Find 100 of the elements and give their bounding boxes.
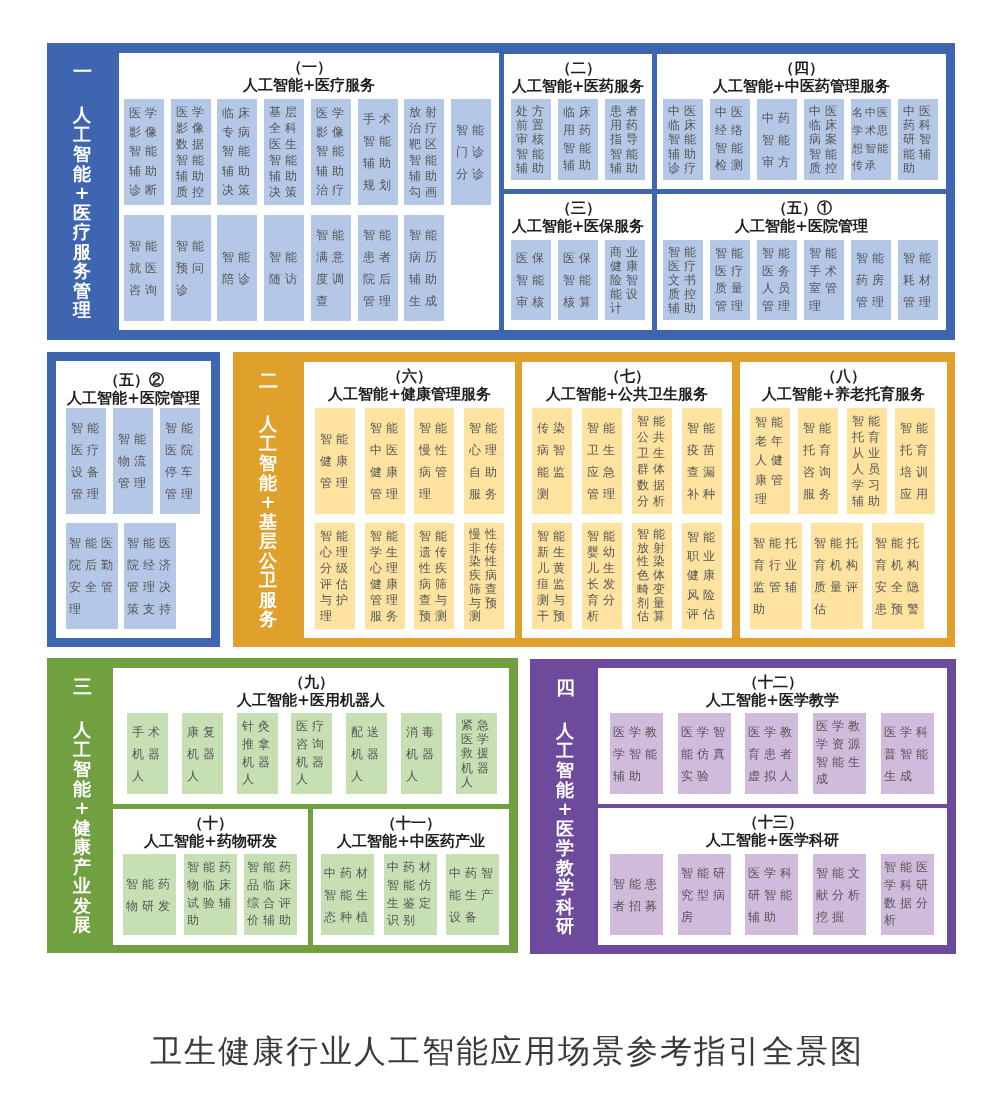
scenario-card: 智能药物研发 (123, 854, 176, 935)
section-number: （五）① (771, 200, 832, 217)
scenario-card: 医学教学智能辅助 (610, 713, 663, 794)
section-number: （十三） (742, 814, 803, 831)
scenario-card: 智能卫生应急管理 (582, 408, 622, 514)
scenario-card: 智能托育咨询服务 (798, 408, 838, 514)
scenario-card: 智能预问诊 (171, 215, 211, 321)
scenario-card: 临床用药智能辅助 (558, 99, 598, 180)
section-panel (304, 362, 515, 638)
section-number: （四） (779, 60, 824, 77)
category-panel (233, 352, 955, 647)
section-title: 人工智能+药物研发 (144, 833, 277, 850)
scenario-card: 临床专病智能辅助决策 (217, 99, 257, 205)
section-title: 人工智能+医院管理 (735, 218, 868, 235)
section-panel (313, 809, 509, 945)
scenario-card: 智能遗传性疾病筛查与预测 (414, 523, 454, 629)
scenario-card: 智能托育行业监管辅助 (750, 523, 802, 629)
scenario-card: 中药材智能生态种植 (321, 854, 374, 935)
scenario-card: 智能患者招募 (610, 854, 663, 935)
scenario-card: 智能医院经济管理决策支持 (124, 523, 176, 629)
section-number: （九） (288, 674, 334, 691)
scenario-card: 手术机器人 (127, 713, 168, 794)
scenario-card: 智能老年人健康管理 (750, 408, 790, 514)
scenario-card: 医学科研智能辅助 (745, 854, 798, 935)
scenario-card: 智能心理分级评估与护理 (315, 523, 355, 629)
section-title: 人工智能+公共卫生服务 (545, 386, 709, 403)
scenario-card: 智能新生儿黄疸监测与干预 (532, 523, 572, 629)
category-number: 一 (72, 61, 92, 81)
category-number: 四 (555, 677, 575, 697)
scenario-card: 医保智能审核 (511, 240, 551, 320)
scenario-card: 医学教育患者虚拟人 (745, 713, 798, 794)
category-number: 二 (258, 370, 278, 390)
section-panel (657, 194, 946, 330)
scenario-card: 智能慢性病管理 (414, 408, 454, 514)
section-title: 人工智能+医用机器人 (237, 692, 385, 709)
section-title: 人工智能+中医药产业 (337, 833, 485, 850)
scenario-card: 智能婴幼儿生长发育分析 (582, 523, 622, 629)
scenario-card: 医学智能仿真实验 (678, 713, 731, 794)
scenario-card: 智能医院后勤安全管理 (66, 523, 118, 629)
scenario-card: 智能公共卫生群体数据分析 (632, 408, 672, 514)
section-panel (504, 194, 652, 330)
section-number: （七） (604, 368, 650, 385)
scenario-card: 医学科普智能生成 (881, 713, 934, 794)
scenario-card: 智能患者院后管理 (358, 215, 398, 321)
scenario-card: 智能就医咨询 (124, 215, 164, 321)
scenario-card: 智能门诊分诊 (451, 99, 491, 205)
scenario-card: 智能疫苗查漏补种 (682, 408, 722, 514)
scenario-card: 智能耗材管理 (898, 240, 938, 320)
scenario-card: 商业健康险智能设计 (605, 240, 645, 320)
scenario-card: 中医经络智能检测 (710, 99, 750, 180)
scenario-card: 智能托育机构质量评估 (811, 523, 863, 629)
scenario-card: 智能物流管理 (113, 408, 153, 514)
scenario-card: 基层全科医生智能辅助决策 (264, 99, 304, 205)
section-panel (522, 362, 732, 638)
scenario-card: 智能学生心理健康管理服务 (365, 523, 405, 629)
section-number: （六） (387, 368, 432, 385)
section-panel (598, 808, 947, 945)
scenario-card: 医学影像智能辅助治疗 (311, 99, 351, 205)
section-number: （五）② (103, 372, 164, 389)
scenario-card: 消毒机器人 (401, 713, 442, 794)
section-panel (504, 54, 652, 189)
scenario-card: 医学教学资源智能生成 (813, 713, 866, 794)
category-panel (47, 43, 955, 340)
scenario-card: 智能心理自助服务 (464, 408, 504, 514)
scenario-card: 智能健康管理 (315, 408, 355, 514)
scenario-card: 智能医疗质量管理 (710, 240, 750, 320)
section-number: （十二） (742, 674, 803, 691)
scenario-card: 慢性非传染性疾病筛查与预测 (464, 523, 504, 629)
section-title: 人工智能+养老托育服务 (762, 386, 925, 403)
scenario-card: 医保智能核算 (558, 240, 598, 320)
scenario-card: 智能医疗设备管理 (66, 408, 106, 514)
scenario-card: 智能满意度调查 (311, 215, 351, 321)
section-title: 人工智能+健康管理服务 (328, 386, 491, 403)
scenario-card: 中药智能生产设备 (446, 854, 499, 935)
scenario-card: 智能医务人员管理 (757, 240, 797, 320)
scenario-card: 智能文献分析挖掘 (813, 854, 866, 935)
scenario-card: 智能职业健康风险评估 (682, 523, 722, 629)
scenario-card: 放射治疗靶区智能辅助勾画 (404, 99, 444, 205)
scenario-card: 医学影像数据智能辅助质控 (171, 99, 211, 205)
scenario-card: 传染病智能监测 (532, 408, 572, 514)
section-panel (119, 53, 499, 330)
scenario-card: 智能药物临床试验辅助 (184, 854, 237, 935)
category-title: 人工智能+医疗服务管理 (73, 105, 91, 320)
scenario-card: 中医临床病案智能质控 (804, 99, 844, 180)
section-title: 人工智能+医药服务 (511, 78, 645, 95)
scenario-card: 处方前置审核智能辅助 (511, 99, 551, 180)
section-panel (657, 54, 946, 189)
category-title: 人工智能+基层公卫服务 (259, 414, 277, 629)
scenario-card: 医学影像智能辅助诊断 (124, 99, 164, 205)
category-panel (530, 659, 956, 954)
section-number: （十） (188, 815, 233, 832)
section-title: 人工智能+医学教学 (706, 692, 839, 709)
scenario-card: 智能中医健康管理 (365, 408, 405, 514)
section-panel (113, 668, 509, 804)
section-panel (740, 362, 947, 638)
category-panel (47, 658, 518, 953)
scenario-card: 医疗咨询机器人 (291, 713, 332, 794)
scenario-card: 中药智能审方 (757, 99, 797, 180)
scenario-card: 配送机器人 (346, 713, 387, 794)
scenario-card: 智能研究型病房 (678, 854, 731, 935)
